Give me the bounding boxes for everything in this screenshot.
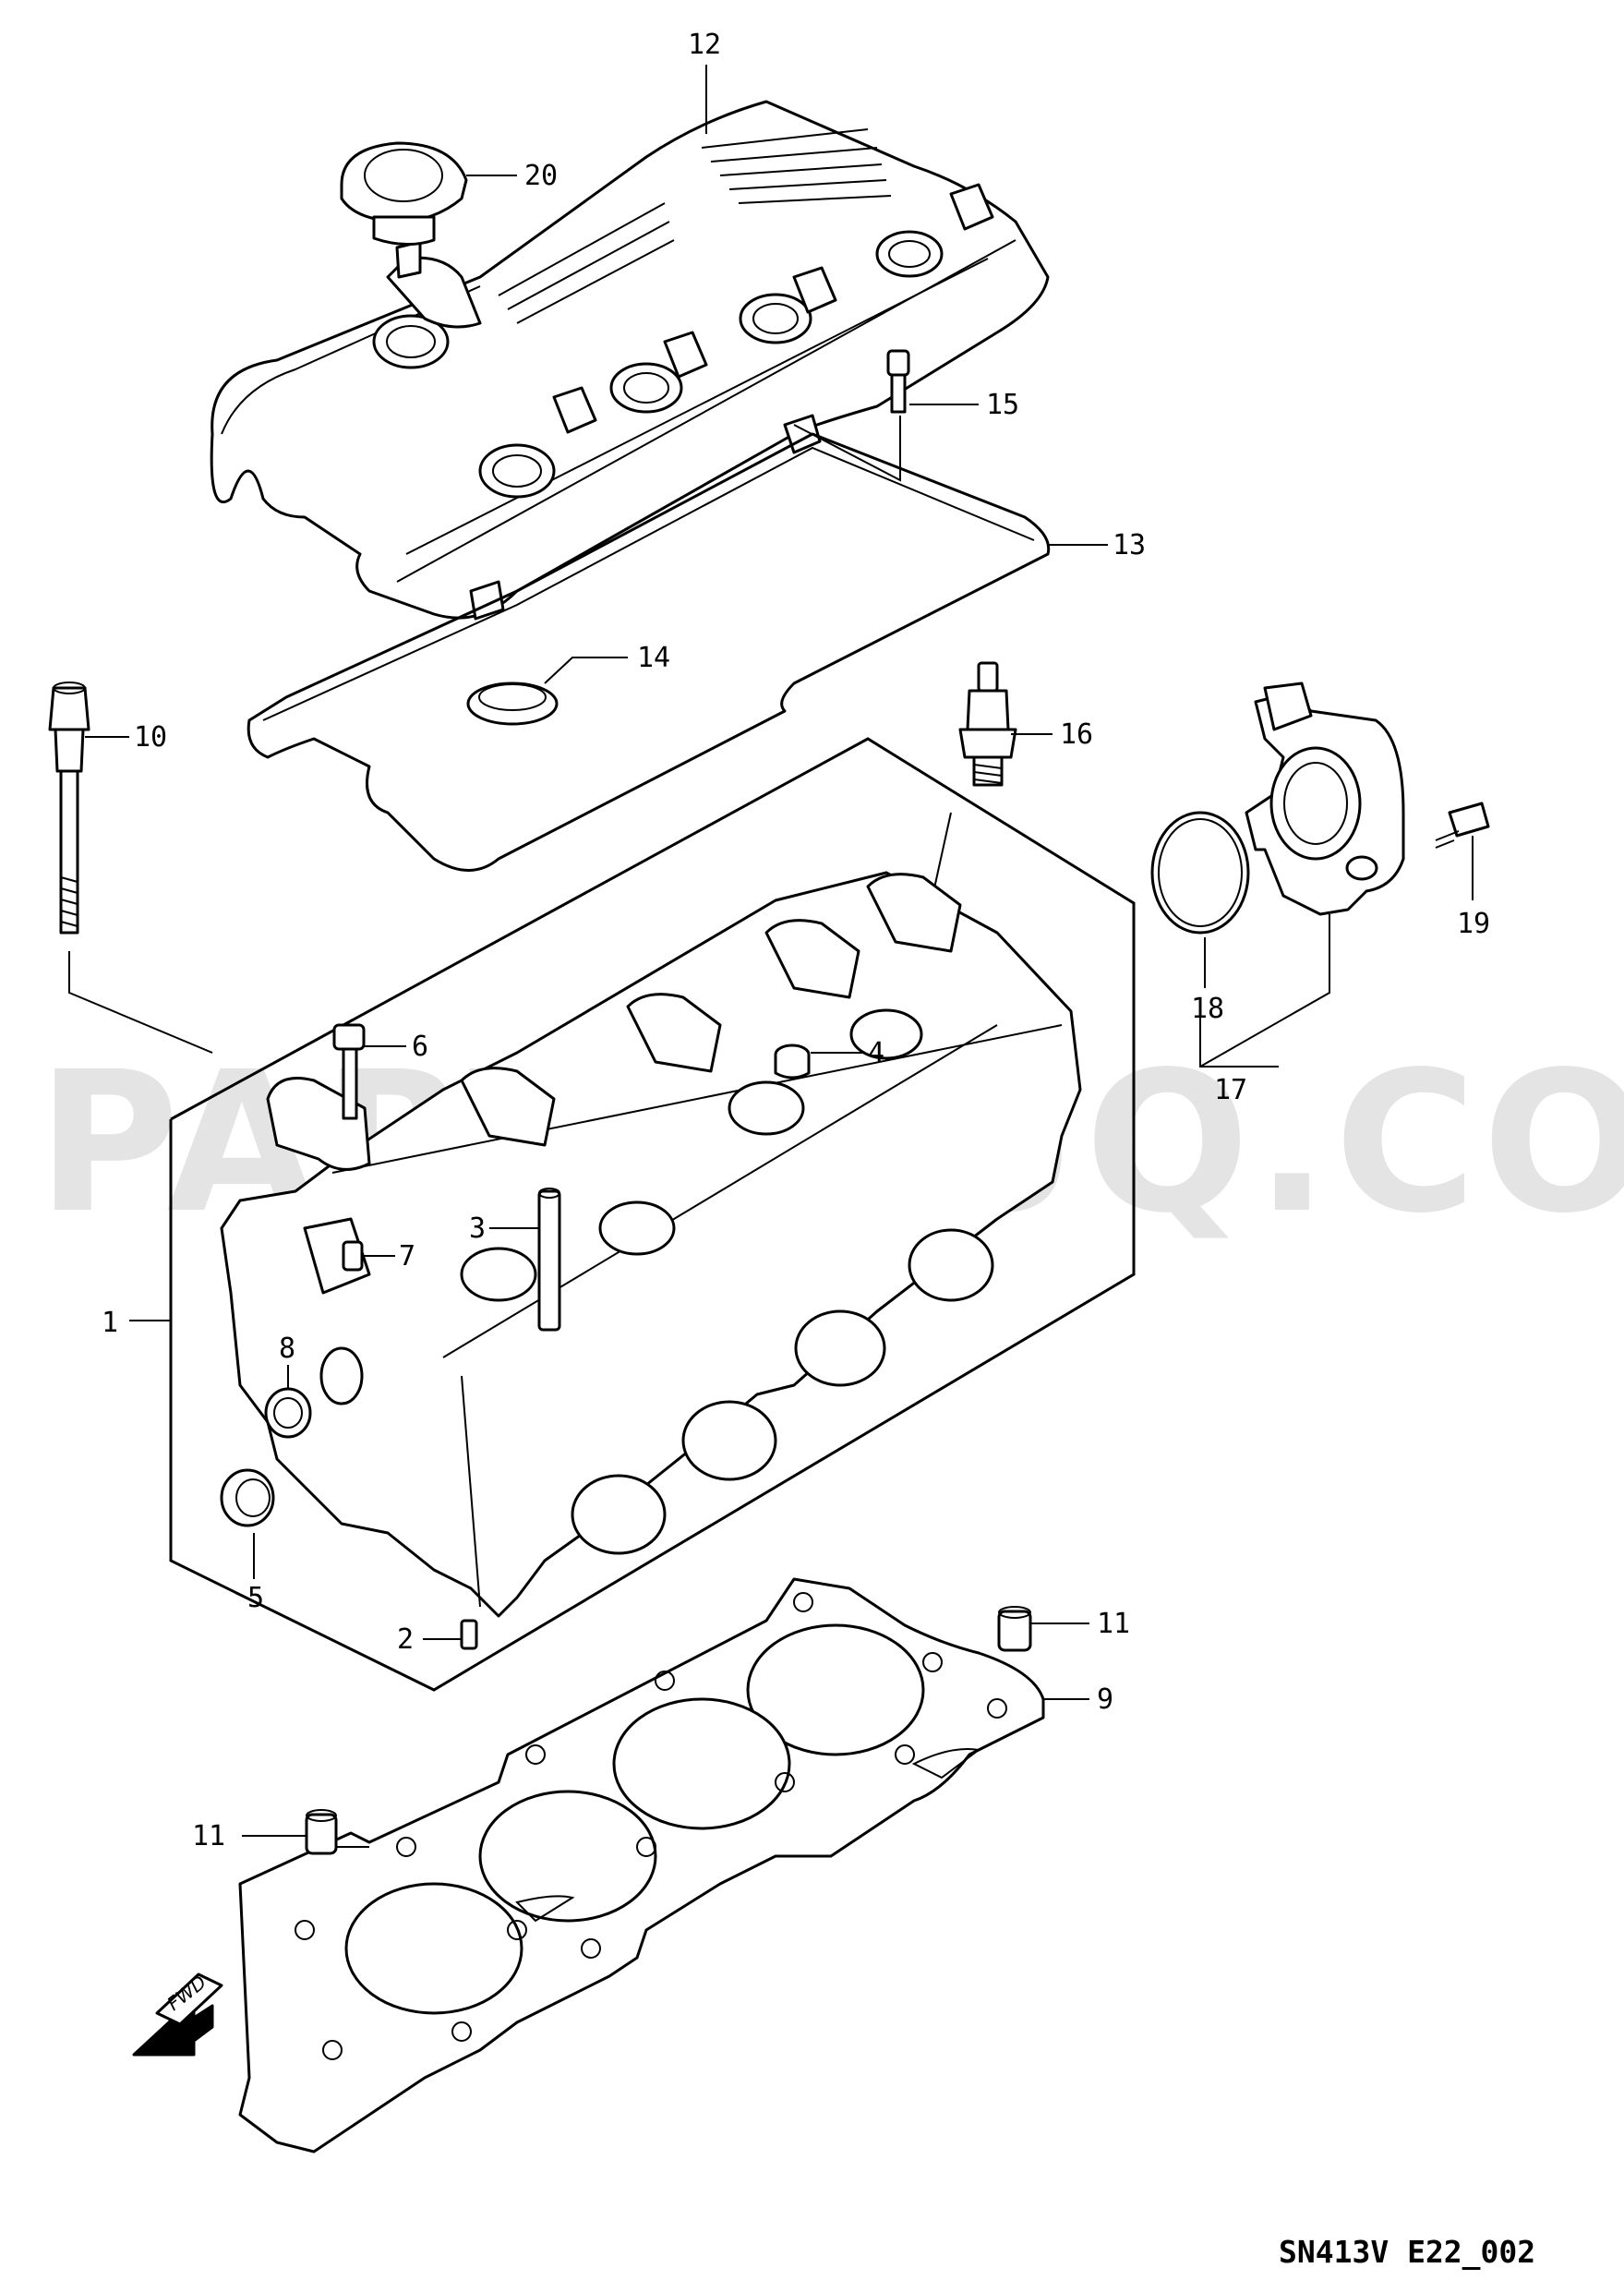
head-plug-part: [460, 1619, 478, 1650]
leader-line-10-b: [68, 951, 213, 1054]
leader-line-15-b: [793, 416, 901, 482]
valve-guide-part: [537, 1188, 561, 1332]
callout-9: 9: [1097, 1683, 1113, 1716]
cover-bolt-part: [886, 349, 910, 414]
callout-10: 10: [134, 721, 167, 754]
callout-20: 20: [524, 160, 558, 192]
callout-11-upper: 11: [1097, 1608, 1130, 1640]
callout-16: 16: [1060, 718, 1093, 751]
dowel-pin-part: [342, 1240, 364, 1272]
valve-cover-gasket-part: [247, 432, 1051, 872]
cap-bolt-part: [332, 1023, 366, 1120]
callout-14: 14: [637, 642, 670, 674]
callout-18: 18: [1191, 993, 1224, 1025]
camshaft-oil-seal-part: [220, 1468, 275, 1527]
callout-12: 12: [688, 29, 721, 61]
oil-filler-cap-part: [340, 141, 468, 247]
callout-15: 15: [986, 389, 1019, 421]
callout-17: 17: [1214, 1074, 1247, 1106]
diagram-code-label: SN413V E22_002: [1279, 2234, 1535, 2270]
callout-11-lower: 11: [192, 1820, 225, 1852]
callout-1: 1: [102, 1307, 118, 1339]
callout-13: 13: [1113, 529, 1146, 561]
gasket-inner-line: [262, 446, 1035, 721]
callout-3: 3: [469, 1212, 486, 1245]
stem-seal-part: [774, 1043, 811, 1080]
callout-4: 4: [868, 1037, 884, 1069]
callout-5: 5: [247, 1582, 264, 1614]
leader-line-14: [544, 657, 628, 684]
callout-7: 7: [399, 1240, 415, 1273]
cylinder-head-gasket-part: [238, 1577, 1045, 2153]
head-bolt-part: [48, 682, 90, 935]
callout-6: 6: [412, 1031, 428, 1063]
distributor-case-part: [1245, 682, 1405, 916]
forward-direction-arrow: FWD: [132, 1971, 223, 2057]
plug-seal-part: [466, 682, 559, 726]
callout-8: 8: [279, 1333, 295, 1365]
gasket-dowel-upper-part: [997, 1606, 1032, 1652]
o-ring-part: [1150, 811, 1250, 935]
leader-line-17-b: [1199, 1002, 1279, 1068]
callout-19: 19: [1457, 908, 1490, 940]
gasket-dowel-lower-part: [305, 1809, 338, 1855]
cylinder-head-assembly-outline: [169, 737, 1136, 1692]
leader-line-17: [1199, 914, 1330, 1068]
water-plug-part: [264, 1387, 312, 1439]
callout-2: 2: [397, 1623, 414, 1656]
spark-plug-part: [958, 661, 1017, 787]
valve-cover-part: [210, 100, 1050, 621]
case-bolt-part: [1435, 802, 1490, 849]
